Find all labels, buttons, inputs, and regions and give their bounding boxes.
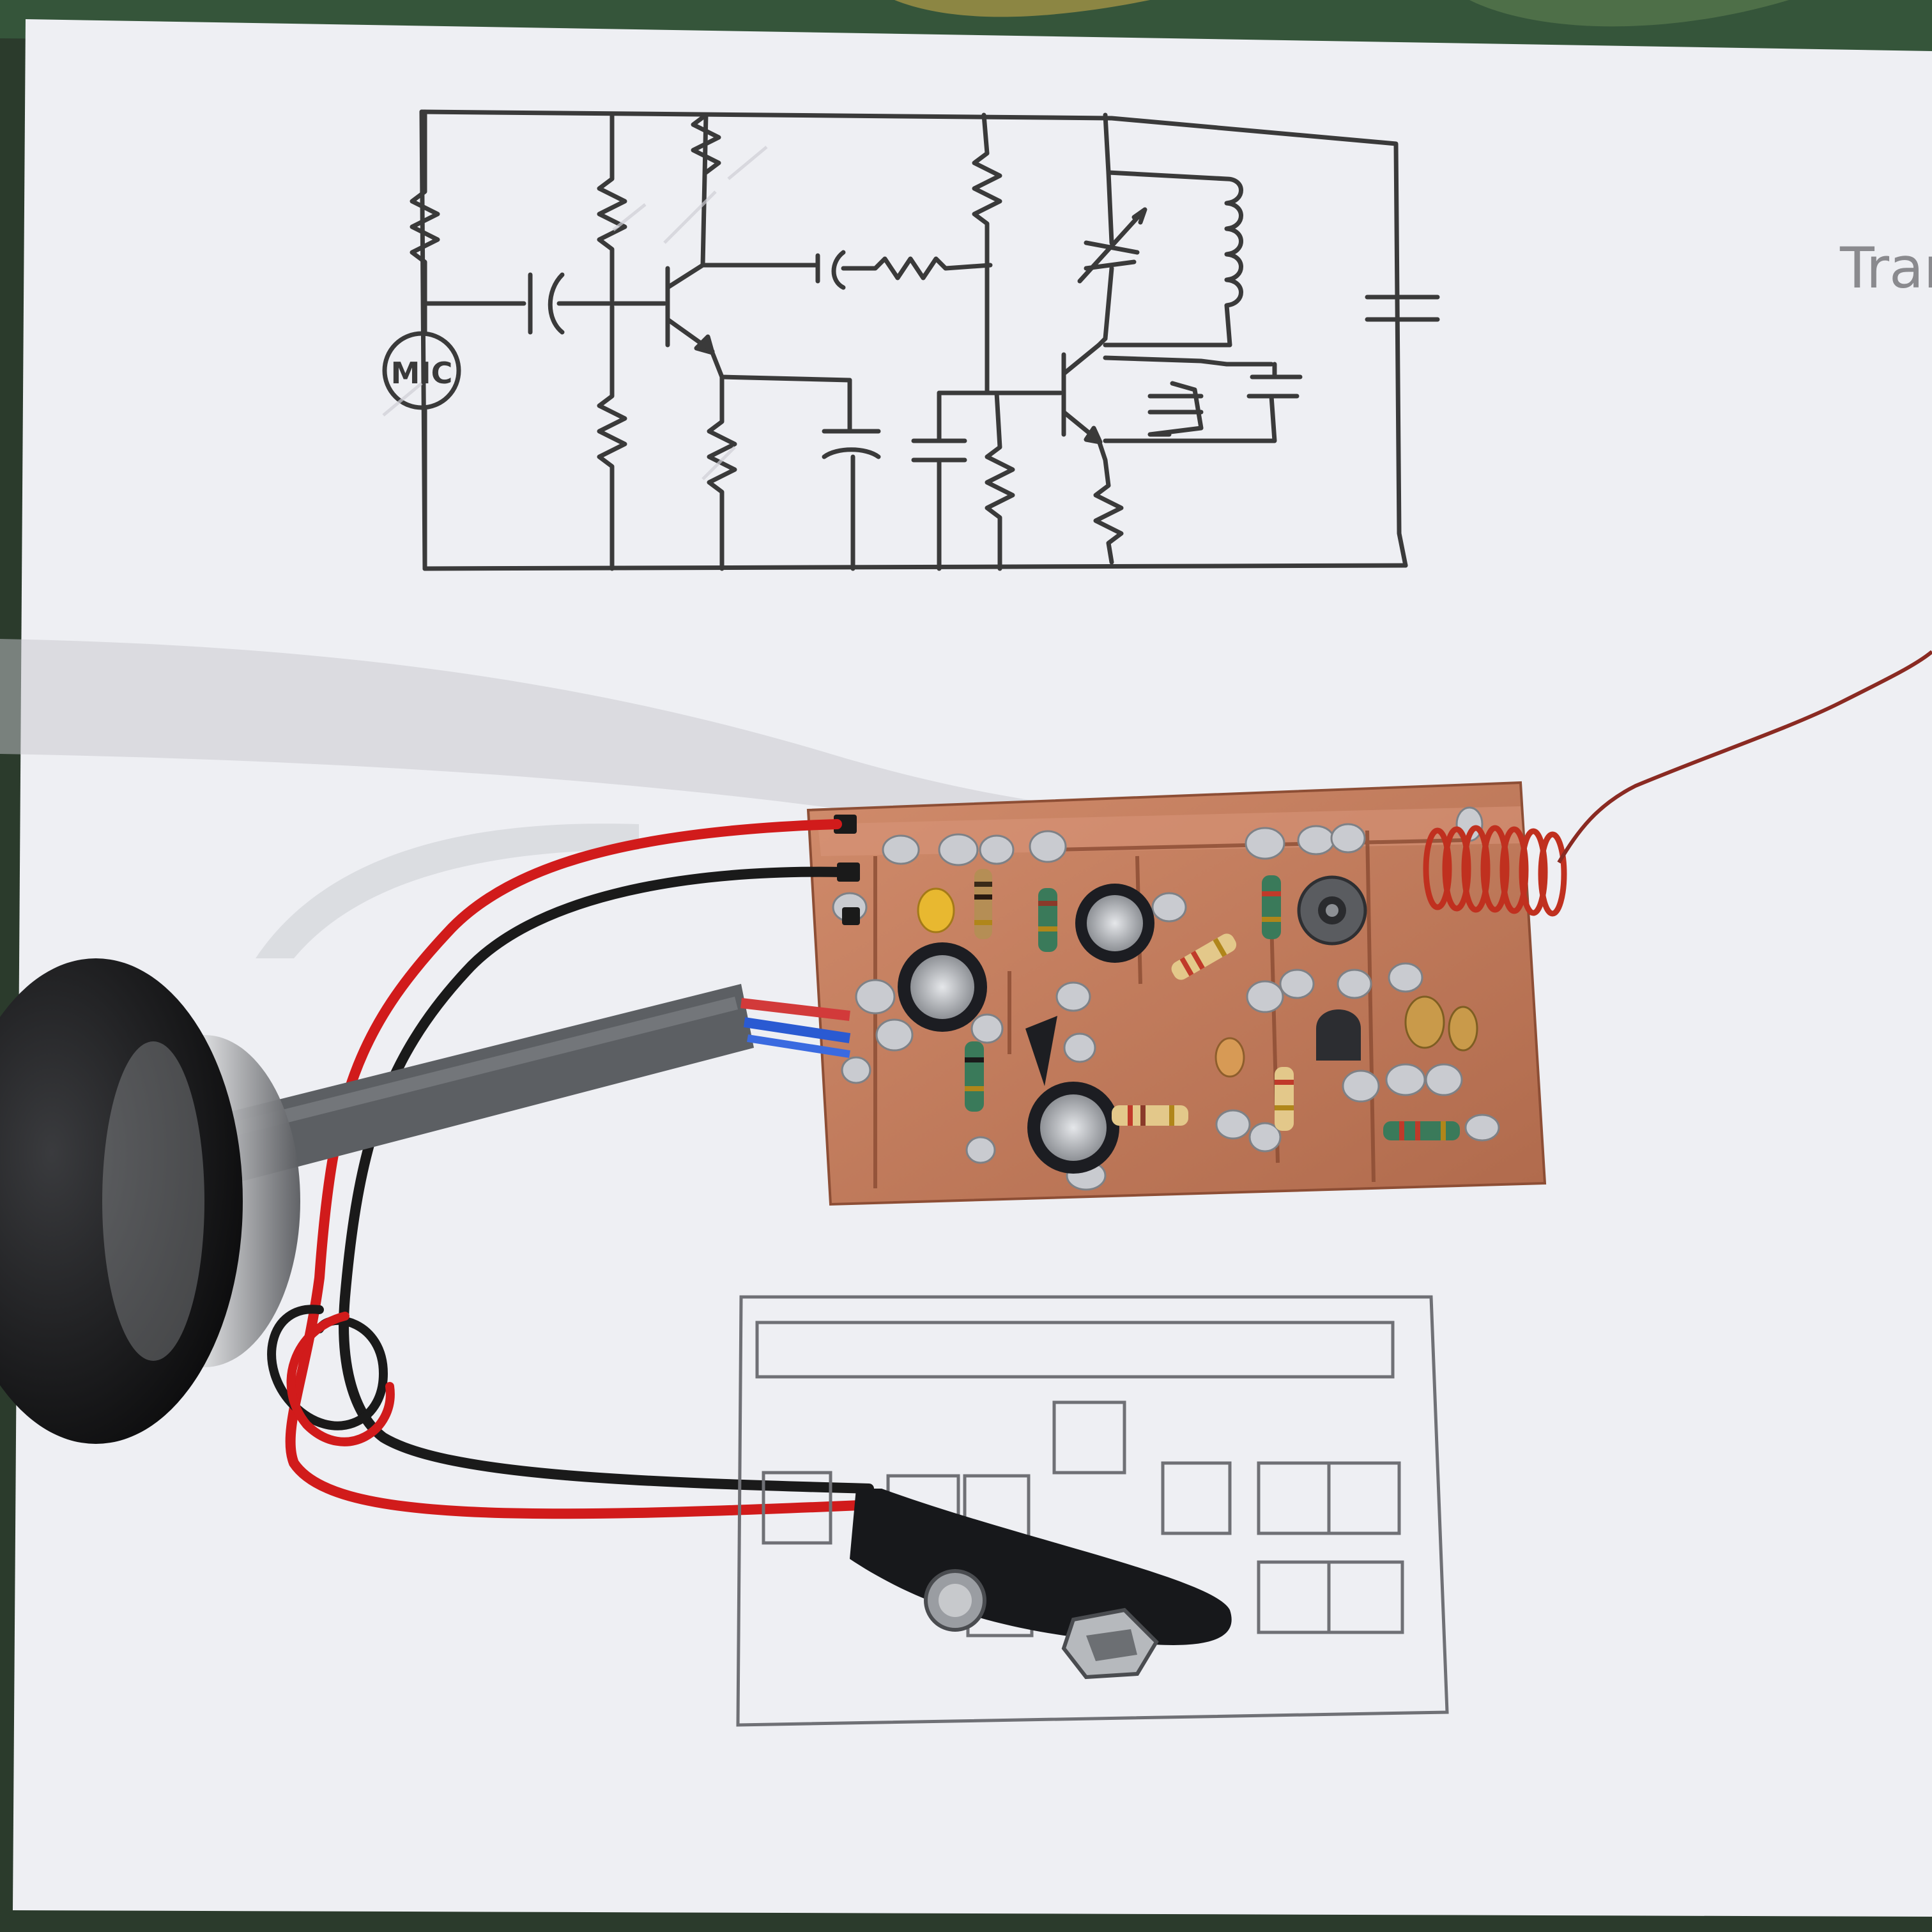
circuit-schematic	[382, 109, 1440, 571]
ceramic-capacitor	[1215, 1037, 1245, 1078]
wire-shadow	[256, 824, 639, 958]
cable-shadow	[0, 639, 1118, 850]
microphone	[0, 958, 300, 1444]
ceramic-capacitor	[1448, 1006, 1478, 1052]
battery-clip	[850, 1489, 1232, 1680]
resistor	[965, 1041, 984, 1112]
transistor	[1025, 1016, 1057, 1086]
antenna-wire	[1557, 650, 1932, 864]
oscillator-coil	[1423, 825, 1567, 917]
ceramic-capacitor	[917, 887, 955, 933]
electrolytic-capacitor	[1075, 884, 1154, 963]
resistor	[1112, 1105, 1188, 1126]
resistor	[1383, 1121, 1460, 1140]
pcb-board	[806, 781, 1567, 1206]
battery-leads	[267, 819, 880, 1519]
ceramic-capacitor	[1404, 995, 1445, 1049]
resistor	[1262, 875, 1281, 939]
electrolytic-capacitor	[898, 942, 987, 1032]
resistor	[1171, 933, 1237, 980]
eraser-marks	[382, 146, 768, 480]
resistor	[1275, 1067, 1294, 1131]
resistor	[1038, 888, 1057, 952]
trimmer-capacitor	[1297, 875, 1367, 946]
page-edge-text: Trar	[1839, 235, 1932, 301]
electrolytic-capacitor	[1027, 1082, 1119, 1174]
plant-leaf	[1469, 0, 1789, 27]
transistor	[1316, 1009, 1361, 1061]
plant-leaf	[894, 0, 1150, 17]
resistor	[974, 869, 992, 939]
layout-sketch	[736, 1295, 1449, 1727]
